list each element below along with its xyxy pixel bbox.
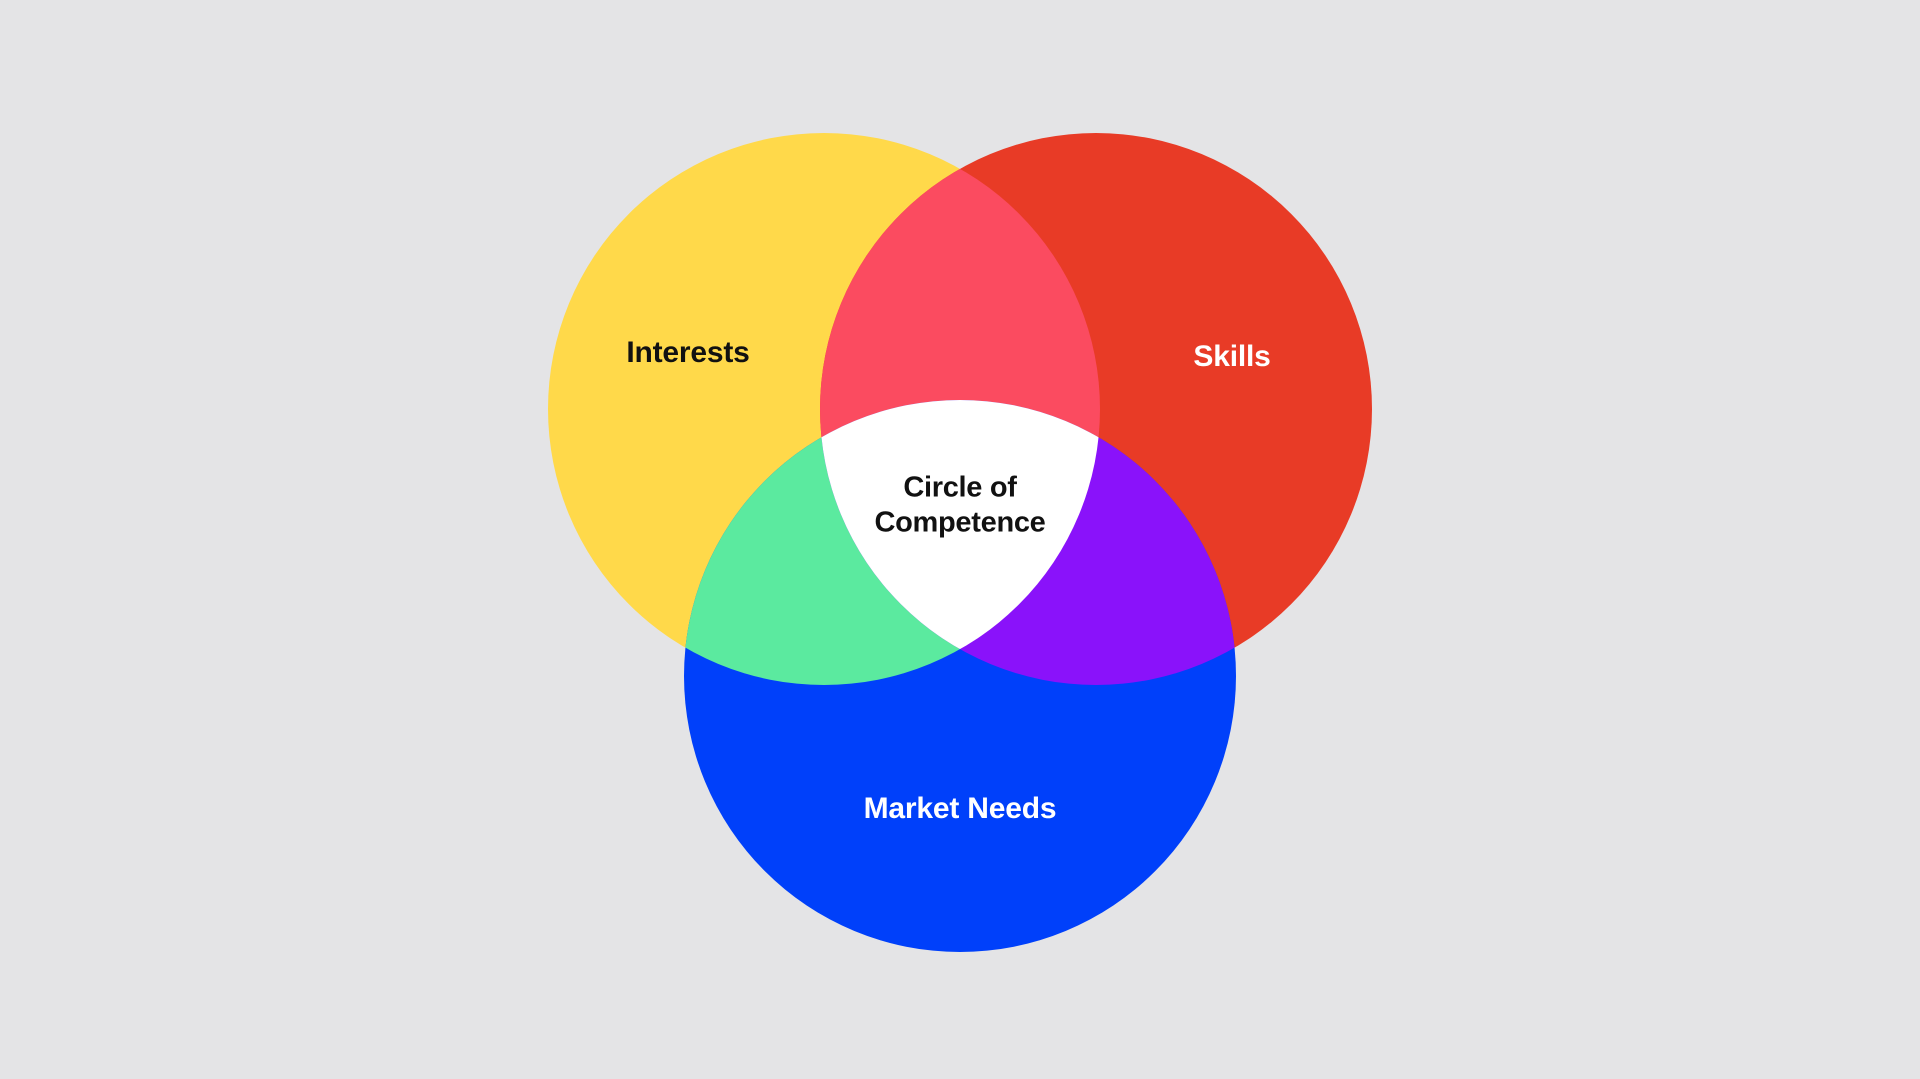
- label-interests: Interests: [626, 336, 749, 369]
- label-market-needs: Market Needs: [864, 792, 1057, 825]
- label-center-line2: Competence: [874, 507, 1045, 539]
- label-skills: Skills: [1193, 340, 1270, 373]
- label-center-line1: Circle of: [903, 472, 1017, 504]
